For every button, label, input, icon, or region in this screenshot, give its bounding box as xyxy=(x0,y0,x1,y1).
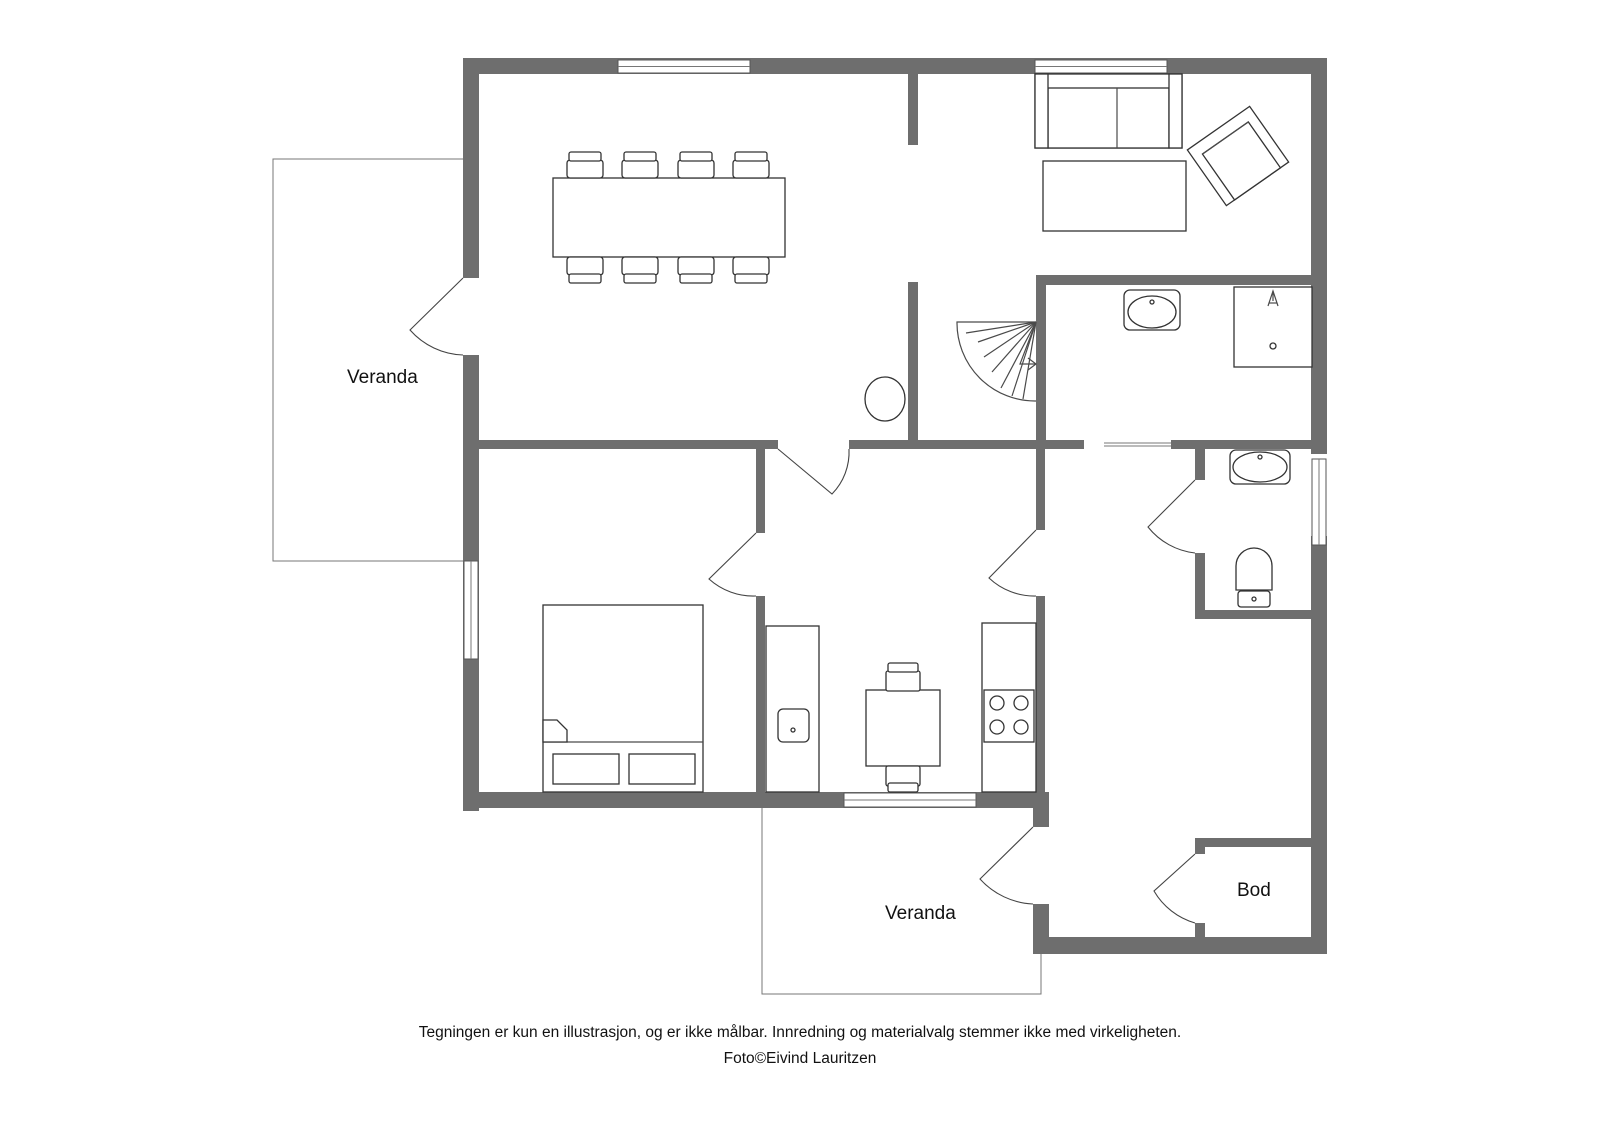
veranda-west-label: Veranda xyxy=(347,367,418,388)
disclaimer-text: Tegningen er kun en illustrasjon, og er … xyxy=(418,1024,1182,1041)
dining-table-set xyxy=(552,151,786,284)
bathroom-sink xyxy=(1123,289,1181,331)
veranda-west-outline xyxy=(272,158,464,562)
doors xyxy=(409,277,1196,924)
round-chair xyxy=(864,376,906,422)
storage-label: Bod xyxy=(1237,880,1271,901)
wc-sink xyxy=(1229,449,1291,485)
veranda-south-outline xyxy=(761,808,1042,995)
kitchen-counter-sink xyxy=(765,625,820,793)
kitchen-table xyxy=(865,662,941,793)
coffee-table xyxy=(1042,160,1187,232)
spiral-staircase xyxy=(956,321,1037,402)
armchair xyxy=(1186,105,1290,207)
stove-counter xyxy=(981,622,1037,793)
veranda-south-label: Veranda xyxy=(885,903,956,924)
toilet xyxy=(1235,547,1273,608)
sofa xyxy=(1034,73,1183,149)
photo-credit: Foto©Eivind Lauritzen xyxy=(723,1050,877,1067)
windows xyxy=(463,59,1327,808)
shower xyxy=(1233,286,1313,368)
double-bed xyxy=(542,604,704,793)
